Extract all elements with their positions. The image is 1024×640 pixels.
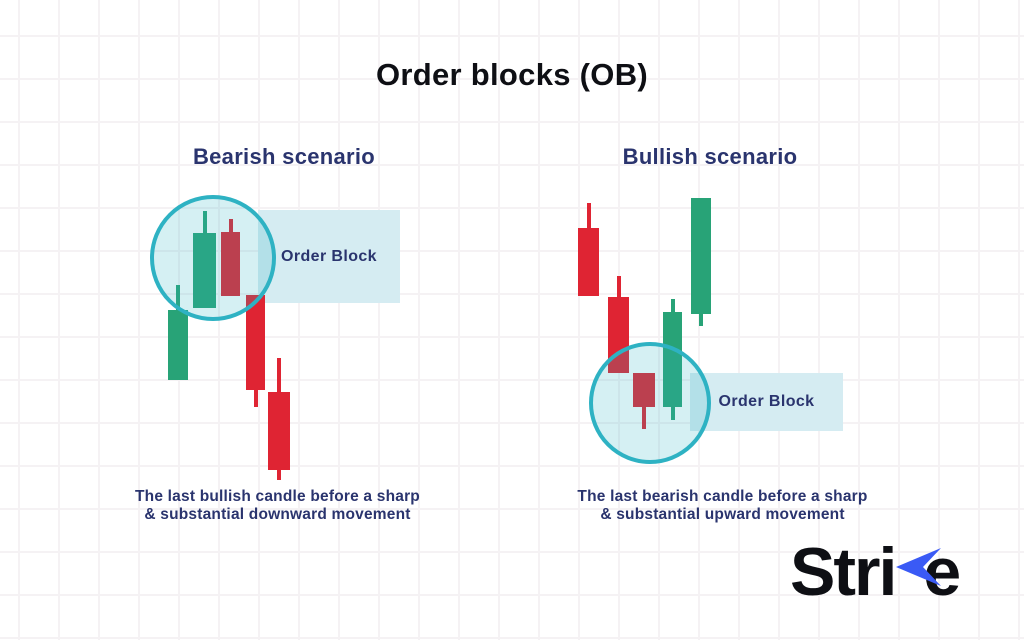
candle-body-bearish xyxy=(268,392,290,470)
order-block-zone: Order Block xyxy=(690,373,843,431)
bearish-scenario-title: Bearish scenario xyxy=(192,144,376,169)
candle-body-bullish xyxy=(691,198,711,314)
candle-body-bullish xyxy=(168,310,188,380)
logo-left-arrow-icon xyxy=(896,548,942,586)
highlight-circle xyxy=(150,195,276,321)
candle-body-bearish xyxy=(578,228,599,296)
order-block-label: Order Block xyxy=(281,247,377,265)
candle-body-bearish xyxy=(246,295,265,390)
logo-text-stri: Stri xyxy=(790,534,897,610)
highlight-circle xyxy=(589,342,711,464)
page-title: Order blocks (OB) xyxy=(375,57,649,92)
bullish-scenario-title: Bullish scenario xyxy=(622,144,798,169)
caption-line: & substantial upward movement xyxy=(600,506,845,523)
logo-text-e: e xyxy=(923,534,961,610)
bearish-caption: The last bullish candle before a sharp &… xyxy=(115,488,440,524)
bullish-caption: The last bearish candle before a sharp &… xyxy=(560,488,885,524)
caption-line: The last bullish candle before a sharp xyxy=(135,488,420,505)
strike-logo: Stri e xyxy=(790,534,961,610)
caption-line: The last bearish candle before a sharp xyxy=(577,488,868,505)
order-block-label: Order Block xyxy=(718,393,815,410)
order-block-zone: Order Block xyxy=(258,210,400,303)
caption-line: & substantial downward movement xyxy=(144,506,411,523)
